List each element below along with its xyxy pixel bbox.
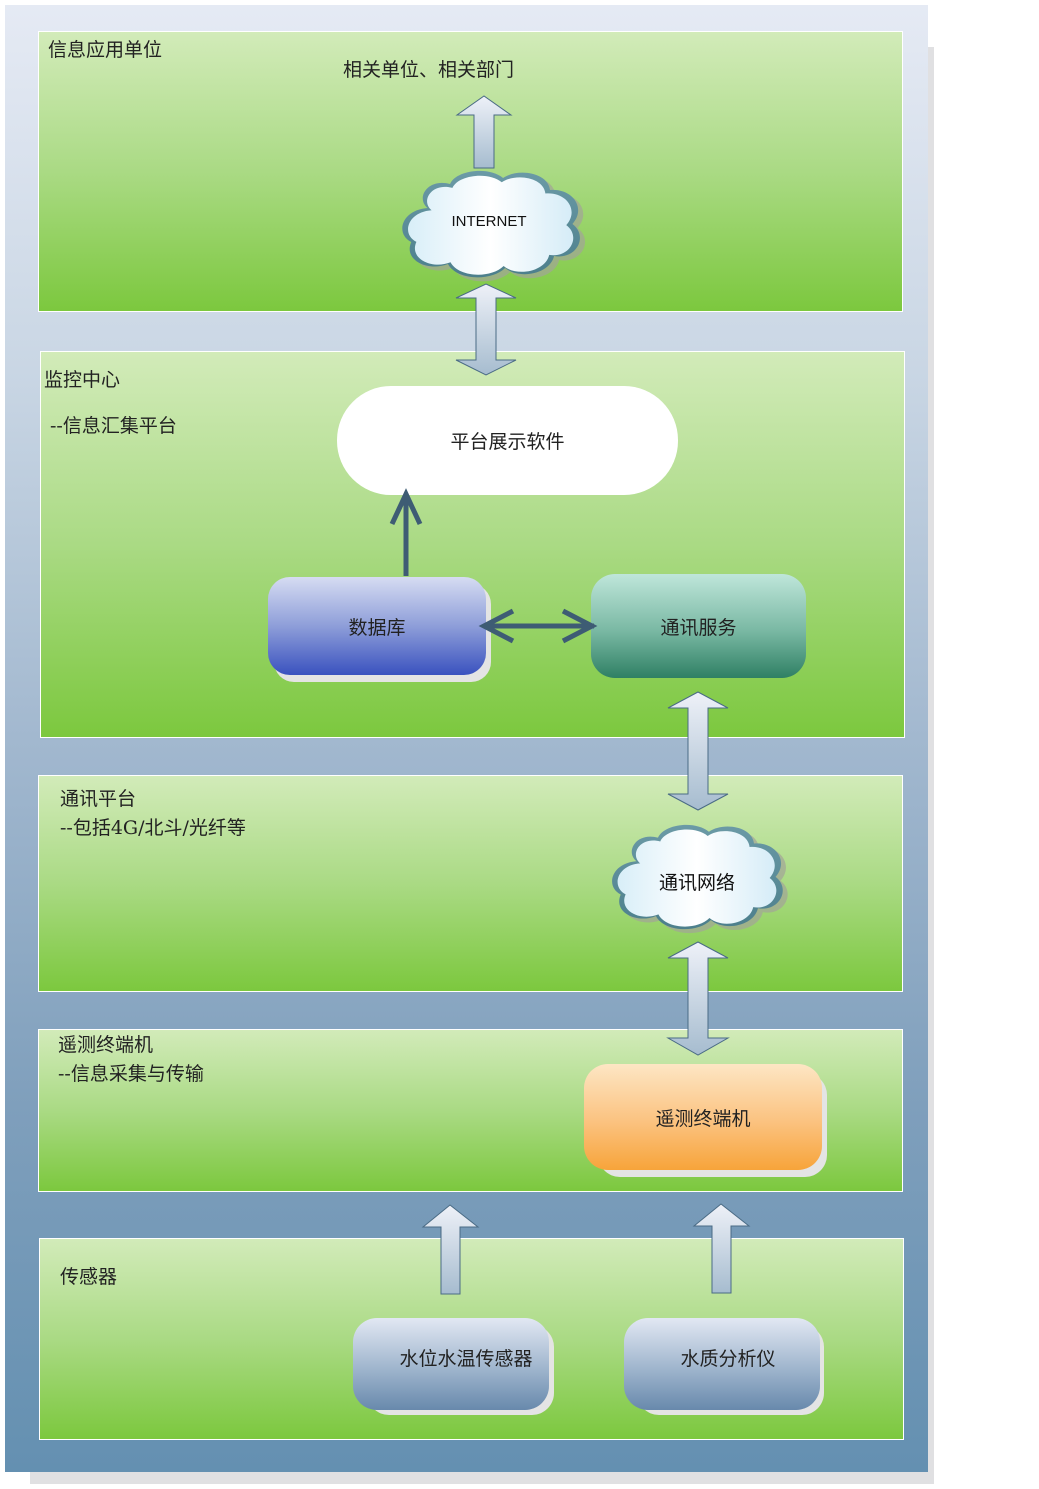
layer-subtitle: --包括4G/北斗/光纤等 xyxy=(60,817,246,839)
layer-rtu: 遥测终端机 --信息采集与传输 xyxy=(38,1029,903,1192)
layer-title: 传感器 xyxy=(60,1266,118,1288)
layer-title: 遥测终端机 xyxy=(58,1034,154,1056)
node-label: 水位水温传感器 xyxy=(399,1347,533,1370)
layer-comm-platform: 通讯平台 --包括4G/北斗/光纤等 xyxy=(38,775,903,992)
node-label: 通讯服务 xyxy=(660,616,737,639)
water-level-temp-sensor-node: 水位水温传感器 xyxy=(353,1318,549,1410)
node-label: 平台展示软件 xyxy=(450,431,565,453)
database-node: 数据库 xyxy=(268,577,486,675)
comm-network-label: 通讯网络 xyxy=(658,872,735,894)
comm-service-node: 通讯服务 xyxy=(591,574,806,678)
related-units-label: 相关单位、相关部门 xyxy=(343,59,515,81)
layer-subtitle: --信息采集与传输 xyxy=(58,1063,204,1085)
layer-title: 信息应用单位 xyxy=(48,39,163,61)
layer-subtitle: --信息汇集平台 xyxy=(50,415,177,437)
internet-label: INTERNET xyxy=(451,213,527,230)
layer-title: 通讯平台 xyxy=(60,788,137,810)
node-label: 水质分析仪 xyxy=(680,1347,776,1370)
water-quality-analyzer-node: 水质分析仪 xyxy=(624,1318,820,1410)
node-label: 数据库 xyxy=(348,616,406,639)
rtu-device-node: 遥测终端机 xyxy=(584,1064,822,1170)
layer-title: 监控中心 xyxy=(44,369,121,391)
platform-software-node: 平台展示软件 xyxy=(337,386,678,495)
node-label: 遥测终端机 xyxy=(655,1107,751,1130)
